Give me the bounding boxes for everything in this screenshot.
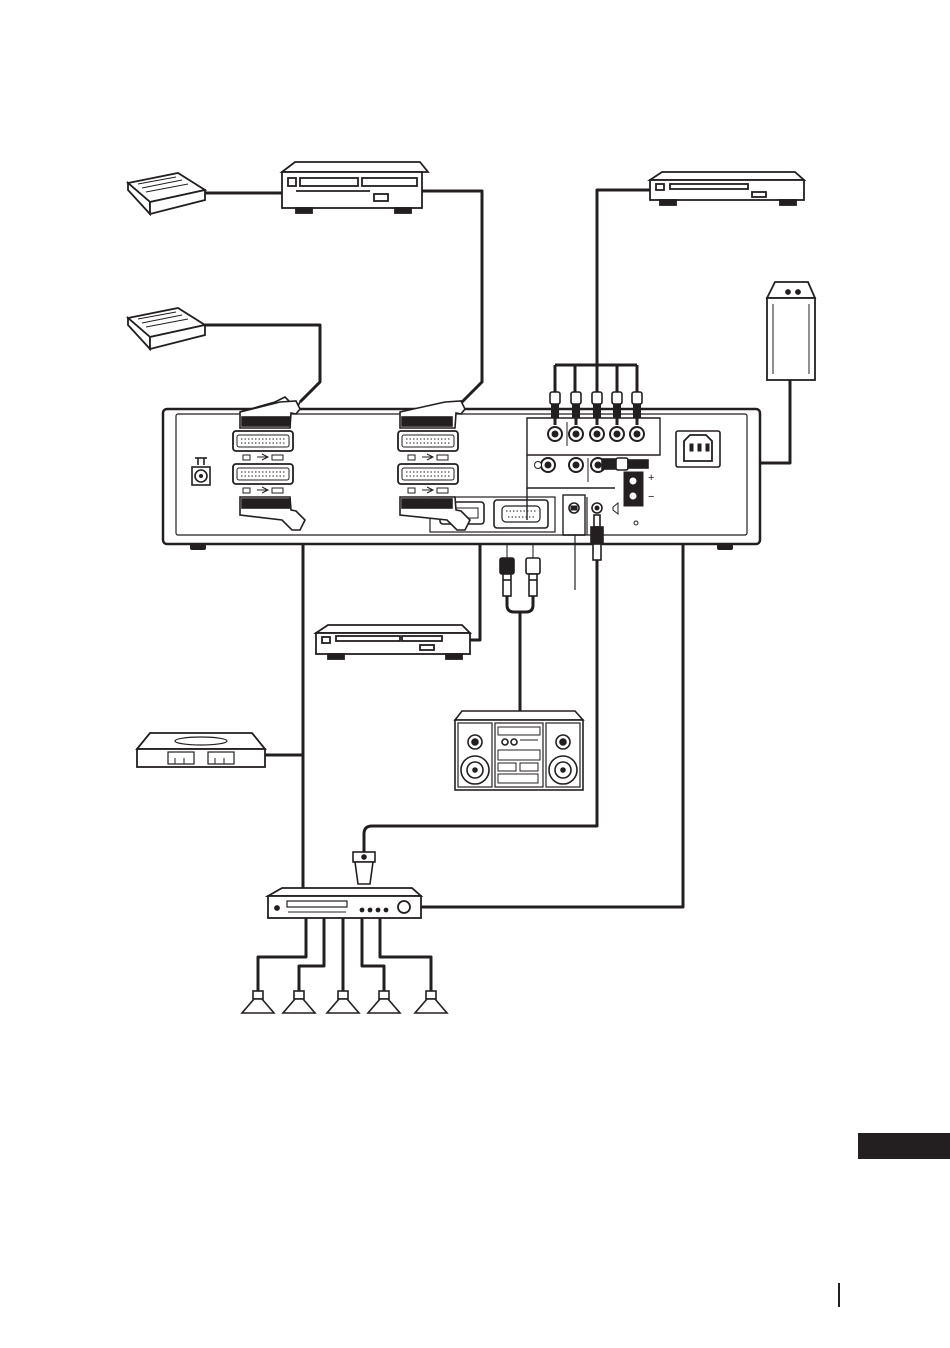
- cable-vcr-scart: [420, 191, 482, 402]
- scart-socket-4: [398, 464, 458, 484]
- section-tab: [858, 1133, 950, 1159]
- hifi-rca-plugs: [500, 558, 540, 596]
- vcr-icon: [282, 162, 428, 213]
- optical-plug-icon: [353, 852, 375, 884]
- subwoofer-icon: [767, 282, 815, 380]
- speaker-icon: [242, 991, 274, 1013]
- cable-speaker-5: [380, 918, 431, 996]
- scart-plug-decoder2: [240, 397, 300, 428]
- decoder-icon: [128, 308, 205, 349]
- av-receiver-icon: [268, 888, 421, 918]
- speaker-icon: [327, 991, 359, 1013]
- scart-plug-vcr: [400, 401, 465, 428]
- svg-text:+: +: [648, 472, 654, 484]
- cable-dvd-top-component: [597, 190, 650, 365]
- speaker-icon: [283, 991, 315, 1013]
- cable-speaker-out: [421, 485, 683, 907]
- scart-socket-1: [233, 431, 293, 451]
- speaker-icon: [368, 991, 400, 1013]
- game-console-icon: [137, 733, 265, 767]
- speakers: [242, 991, 447, 1013]
- speaker-icon: [415, 991, 447, 1013]
- dvd-player-icon: [316, 625, 470, 659]
- cable-hifi-split: [507, 595, 533, 612]
- decoder-icon: [128, 173, 205, 214]
- scart-socket-2: [233, 464, 293, 484]
- cables: [200, 190, 790, 996]
- cable-component-splitter: [555, 365, 637, 392]
- svg-text:−: −: [648, 491, 654, 503]
- subwoofer-plug: [602, 458, 648, 470]
- page-number-rule: [838, 1283, 840, 1307]
- mains-socket: [676, 431, 720, 467]
- cable-decoder2-scart: [200, 325, 320, 402]
- hifi-system-icon: [455, 711, 583, 790]
- dvd-player-icon: [650, 172, 804, 205]
- scart-socket-3: [398, 431, 458, 451]
